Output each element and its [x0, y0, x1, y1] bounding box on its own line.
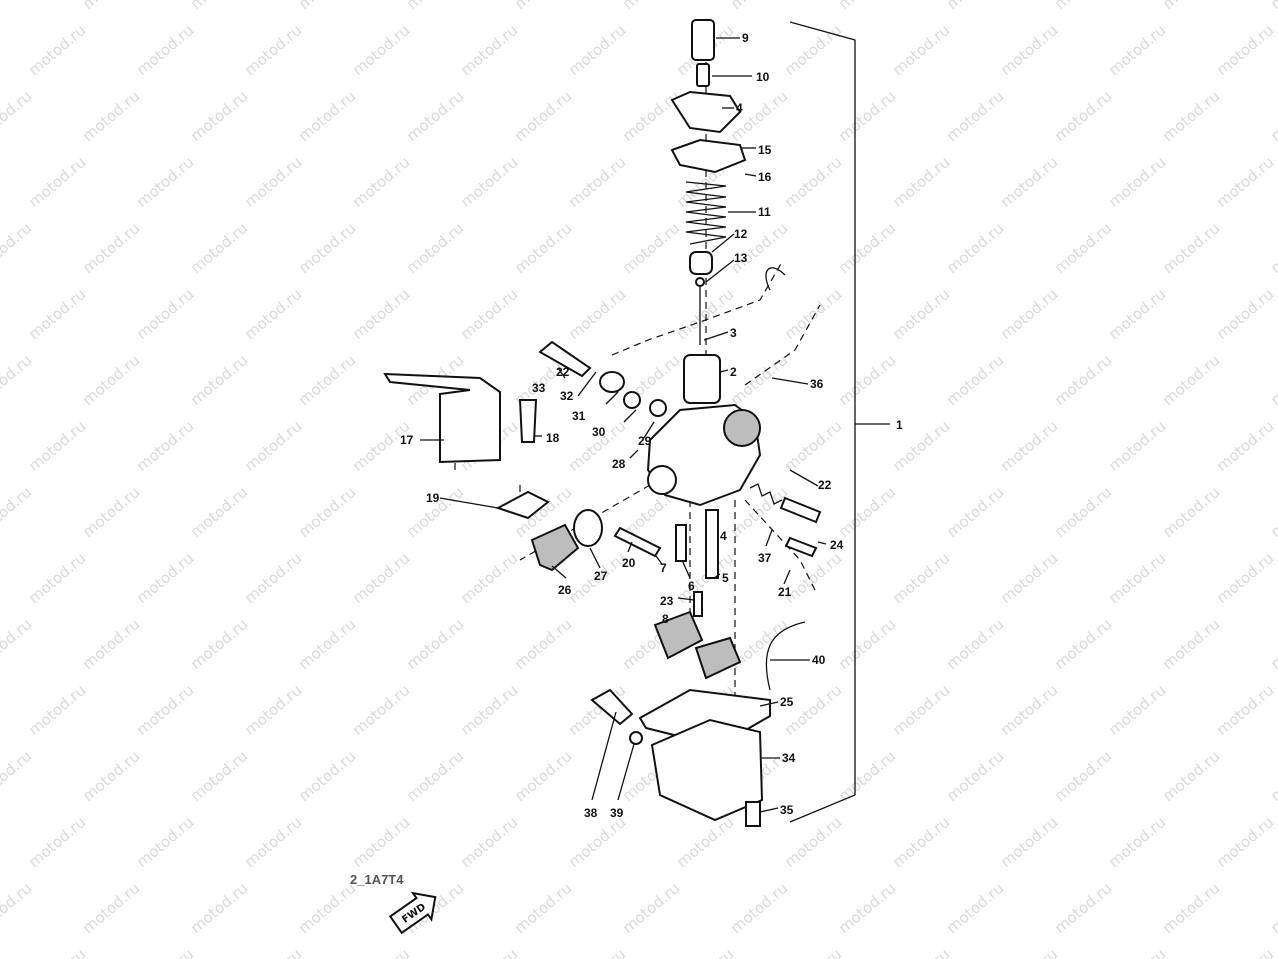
part-label-2: 2 [730, 365, 737, 379]
drain-screw [745, 801, 761, 827]
main-jet-holder [705, 509, 719, 579]
part-label-3: 3 [730, 326, 737, 340]
fwd-arrow: FWD [388, 891, 437, 935]
part-label-39: 39 [610, 806, 624, 820]
needle-clip [695, 277, 705, 287]
o-ring [649, 399, 667, 417]
part-label-24: 24 [830, 538, 844, 552]
cable-adjuster [599, 371, 625, 393]
mounting-bracket [383, 372, 501, 464]
part-label-27: 27 [594, 569, 608, 583]
clamp-ring [573, 509, 603, 547]
catalog-code: 2_1A7T4 [350, 872, 404, 887]
part-label-15: 15 [758, 143, 772, 157]
adjuster-cap [691, 19, 715, 61]
part-label-19: 19 [426, 491, 440, 505]
screw [613, 526, 662, 558]
needle-retainer [689, 251, 713, 275]
part-label-13: 13 [734, 251, 748, 265]
vent-tube [765, 267, 786, 291]
part-label-7: 7 [660, 561, 667, 575]
bracket-screw [784, 536, 818, 558]
part-label-37: 37 [758, 551, 772, 565]
part-label-9: 9 [742, 31, 749, 45]
carburetor-intake [647, 465, 677, 495]
throttle-stop-screw [779, 496, 822, 524]
vent-hose [765, 621, 806, 691]
bolt [538, 340, 592, 378]
part-label-35: 35 [780, 803, 794, 817]
part-label-40: 40 [812, 653, 826, 667]
part-label-38: 38 [584, 806, 598, 820]
part-label-31: 31 [572, 409, 586, 423]
top-gasket [670, 138, 747, 174]
part-label-6: 6 [688, 579, 695, 593]
part-label-36: 36 [810, 377, 824, 391]
float-right [694, 636, 742, 680]
leader-lines [420, 37, 827, 813]
assembly-bracket [789, 21, 890, 823]
air-filter [530, 523, 580, 572]
part-label-11: 11 [758, 205, 771, 219]
drain-oring [629, 731, 643, 745]
top-cap [670, 90, 742, 134]
drain-plug [590, 688, 634, 726]
washer [623, 391, 641, 409]
part-label-22b: 22 [556, 365, 570, 379]
part-label-25: 25 [780, 695, 794, 709]
float-chamber [650, 718, 764, 822]
part-label-33: 33 [532, 381, 546, 395]
part-label-20: 20 [622, 556, 636, 570]
part-label-12: 12 [734, 227, 748, 241]
part-label-29: 29 [638, 434, 652, 448]
part-label-28: 28 [612, 457, 626, 471]
carburetor-parts [383, 19, 822, 827]
part-label-32: 32 [560, 389, 574, 403]
part-label-4a: 4 [736, 101, 743, 115]
part-label-5: 5 [722, 571, 729, 585]
part-label-26: 26 [558, 583, 572, 597]
part-label-18: 18 [546, 431, 560, 445]
watermark-text: motod.ru [1267, 0, 1278, 13]
part-label-22a: 22 [818, 478, 832, 492]
part-label-10: 10 [756, 70, 770, 84]
idle-spring [749, 483, 783, 505]
float-left [653, 610, 704, 660]
part-label-34: 34 [782, 751, 796, 765]
pilot-jet [675, 524, 687, 562]
adjuster-screw [696, 63, 710, 87]
part-label-1: 1 [896, 418, 903, 432]
part-label-4b: 4 [720, 529, 727, 543]
part-label-30: 30 [592, 425, 606, 439]
throttle-valve [683, 354, 721, 404]
part-label-17: 17 [400, 433, 414, 447]
part-label-23: 23 [660, 594, 674, 608]
choke-housing [723, 409, 761, 447]
throttle-spring [685, 181, 727, 245]
idle-screw [518, 399, 538, 443]
part-label-16: 16 [758, 170, 772, 184]
part-label-21: 21 [778, 585, 792, 599]
part-label-8: 8 [662, 612, 669, 626]
plate [495, 490, 550, 520]
float-needle [693, 591, 703, 617]
